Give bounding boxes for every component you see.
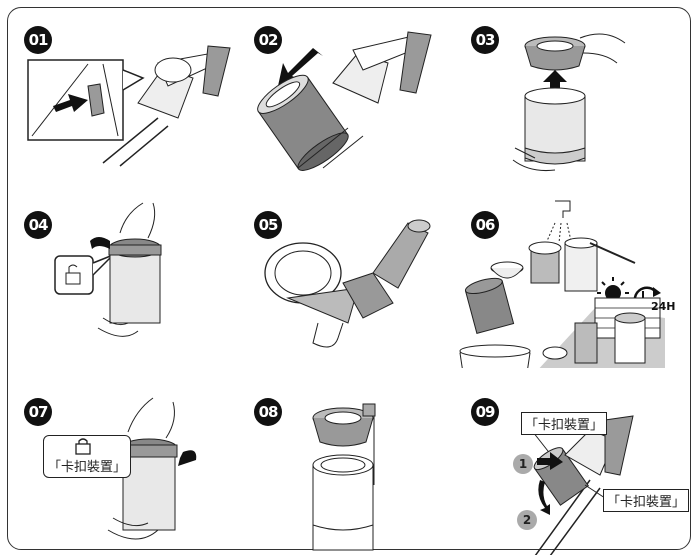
dust-bin (122, 454, 176, 531)
step-number-badge: 01 (24, 26, 52, 54)
twist-arrow-icon (178, 450, 197, 466)
step-06-illustration (459, 200, 665, 368)
step-number-badge: 02 (254, 26, 282, 54)
release-button (87, 83, 105, 117)
handle-top (202, 45, 231, 97)
rotate-arrow-icon (538, 480, 550, 515)
lift-arrow-icon (543, 70, 567, 82)
dust-bin (109, 252, 161, 324)
cyclone-mesh (286, 287, 359, 324)
push-arrow-icon (53, 94, 88, 112)
lock-icon (75, 438, 91, 455)
step-number-badge: 04 (24, 211, 52, 239)
brush-icon (589, 242, 636, 264)
twist-arrow-icon (90, 237, 110, 249)
dust-bin (312, 464, 374, 551)
step-panel-08: 08 (238, 380, 463, 555)
dust-bin (524, 95, 586, 162)
latch-label-bottom: 「卡扣裝置」 (603, 489, 690, 512)
step-08-illustration (312, 403, 376, 551)
dry-time-label: 24H (651, 300, 676, 313)
step-number-badge: 07 (24, 398, 52, 426)
crevice-tool (342, 272, 394, 319)
step-03-illustration (512, 33, 626, 171)
sun-icon (605, 285, 621, 301)
lock-label: 「卡扣裝置」 (48, 460, 127, 475)
latch-label-top: 「卡扣裝置」 (521, 412, 608, 435)
zoom-inset (27, 59, 124, 141)
unlock-callout (54, 255, 94, 295)
step-panel-09: 09 「卡扣裝置」 「卡扣裝置」 1 2 (455, 380, 690, 555)
sub-step-1-badge: 1 (513, 454, 533, 474)
step-09-illustration (532, 415, 634, 555)
step-number-badge: 03 (471, 26, 499, 54)
step-01-illustration (27, 45, 231, 167)
faucet-icon (555, 200, 571, 218)
unlock-icon (65, 272, 81, 285)
step-04-illustration (54, 202, 162, 337)
step-panel-01: 01 (8, 8, 233, 183)
step-panel-03: 03 (455, 8, 680, 183)
step-panel-06: 06 (455, 193, 680, 368)
step-number-badge: 05 (254, 211, 282, 239)
step-panel-02: 02 (238, 8, 463, 183)
step-panel-07: 07 「卡扣裝置」 (8, 380, 233, 555)
push-arrow-icon (537, 452, 563, 470)
step-05-illustration (264, 219, 431, 348)
step-number-badge: 06 (471, 211, 499, 239)
step-panel-05: 05 (238, 193, 463, 368)
pull-arrow-icon (278, 48, 323, 86)
cyclone-cap (312, 417, 374, 447)
sub-step-2-badge: 2 (517, 510, 537, 530)
step-panel-04: 04 (8, 193, 233, 368)
step-number-badge: 08 (254, 398, 282, 426)
step-02-illustration (257, 31, 432, 171)
step-number-badge: 09 (471, 398, 499, 426)
